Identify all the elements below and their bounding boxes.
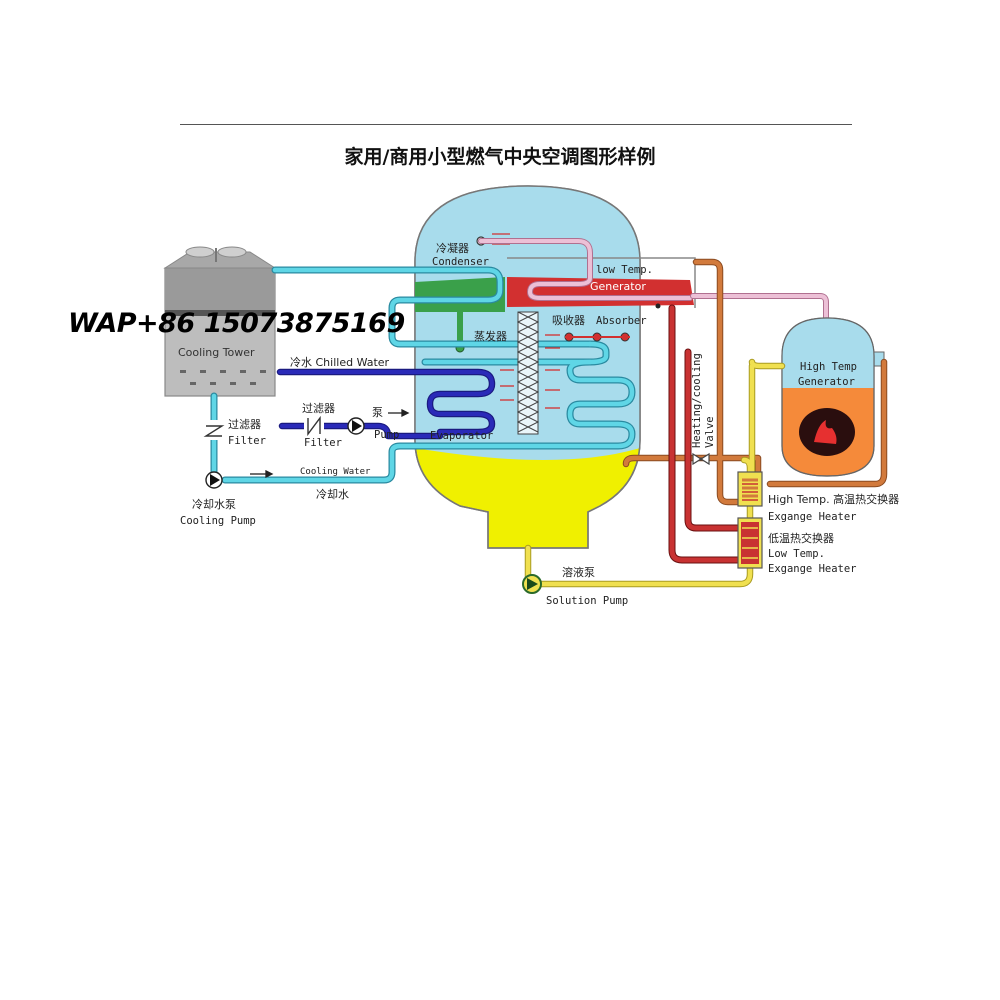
- cooling-pump-label: Cooling Pump: [180, 515, 256, 527]
- evaporator-label: Evaporator: [430, 430, 493, 442]
- low-temp-generator-label-1: low Temp.: [596, 264, 653, 276]
- low-temp-generator-label-2: Generator: [590, 280, 646, 293]
- low-temp-exchanger-label-2: Low Temp.: [768, 548, 825, 560]
- cooling-water-label: Cooling Water: [300, 467, 371, 477]
- orange-pipes: [622, 258, 888, 506]
- pump-cn-label: 泵: [372, 406, 383, 419]
- spray-column: [516, 311, 540, 435]
- pump-label: Pump: [374, 429, 399, 441]
- top-rule: [180, 124, 852, 125]
- chilled-water-label: 冷水 Chilled Water: [290, 356, 390, 369]
- high-temp-generator-label-2: Generator: [798, 376, 855, 388]
- pump-icon: [205, 471, 223, 489]
- refrigerant-vapour-pipe: [478, 238, 829, 321]
- pump-icon: [522, 574, 542, 594]
- junction-dot: [655, 303, 661, 309]
- high-temp-heat-exchanger: [737, 471, 763, 507]
- filter-1-label: Filter: [228, 435, 266, 447]
- solution-return-pipes: [668, 304, 750, 564]
- high-temp-exchanger-label-2: Exgange Heater: [768, 511, 857, 523]
- pump-icon: [347, 417, 365, 435]
- diagram-title: 家用/商用小型燃气中央空调图形样例: [344, 146, 656, 168]
- low-temp-heat-exchanger: [737, 517, 763, 569]
- filter-1-cn-label: 过滤器: [228, 418, 261, 431]
- cooling-water-cn-label: 冷却水: [316, 488, 349, 501]
- absorber-label: Absorber: [596, 315, 647, 327]
- evaporator-cn-label: 蒸发器: [474, 329, 507, 343]
- high-temp-exchanger-label-1: High Temp. 高温热交换器: [768, 492, 899, 506]
- valve-icon: [692, 452, 710, 466]
- fan-icon: [185, 246, 247, 262]
- condenser-label: Condenser: [432, 256, 489, 268]
- low-temp-exchanger-label-1: 低温热交换器: [768, 531, 834, 545]
- heating-cooling-label: Heating/cooling: [691, 353, 703, 448]
- flow-arrow-icon: [492, 233, 560, 409]
- high-temp-generator-label-1: High Temp: [800, 361, 857, 373]
- condenser-cn-label: 冷凝器: [436, 241, 469, 255]
- flame-icon: [814, 420, 837, 444]
- generator-frame: [507, 257, 696, 308]
- solution-pump-label: Solution Pump: [546, 595, 628, 607]
- high-temp-generator: [781, 317, 885, 477]
- filter-icon: [203, 420, 225, 440]
- filter-2-cn-label: 过滤器: [302, 402, 335, 415]
- cooling-pump-cn-label: 冷却水泵: [192, 498, 236, 511]
- valve-label: Valve: [704, 416, 716, 448]
- flow-arrow-icon: [250, 408, 410, 479]
- low-temp-exchanger-label-3: Exgange Heater: [768, 563, 857, 575]
- contact-watermark: WAP+86 15073875169: [68, 308, 405, 339]
- filter-2-label: Filter: [304, 437, 342, 449]
- cooling-tower-label: Cooling Tower: [178, 346, 255, 359]
- solution-supply-pipes: [524, 358, 786, 588]
- filter-icon: [304, 415, 324, 437]
- condenser-tray: [415, 277, 505, 312]
- solution-pump-cn-label: 溶液泵: [562, 565, 595, 579]
- absorber-cn-label: 吸收器: [552, 313, 585, 327]
